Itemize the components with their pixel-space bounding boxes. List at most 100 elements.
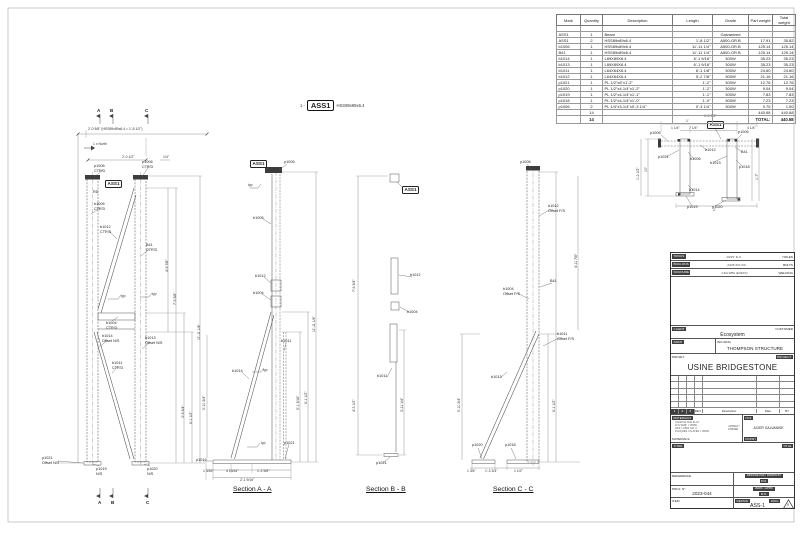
- welding-label-en: WELDING: [778, 270, 793, 275]
- revision-number: 2: [678, 409, 687, 414]
- arch-eng-block: ARCH ING./ENG THOMPSON STRUCTURE: [671, 339, 794, 354]
- bom-column-header: Grade: [712, 14, 749, 26]
- eng-label: ING./ENG: [717, 340, 731, 344]
- holes-label-fr: TROUS: [672, 254, 686, 259]
- revision-empty-row: [671, 382, 794, 389]
- title-block: TROUS 13/16" D.U. HOLES BOULONS A325 3/4…: [670, 252, 795, 509]
- bolts-row: BOULONS A325 3/4" DC BOLTS: [671, 261, 794, 269]
- section-a-view: [203, 163, 318, 480]
- elevation-view: [57, 114, 209, 498]
- project-name: USINE BRIDGESTONE: [687, 363, 778, 372]
- revision-triangle-value: 0: [787, 502, 789, 507]
- project-number-value: 2023-044: [692, 491, 712, 496]
- reference-label: REFERENCE: [672, 474, 692, 478]
- bom-column-header: Quantity: [580, 14, 603, 26]
- customer-label-en: CUSTOMER: [775, 327, 793, 331]
- checked-cell: VERIF. / APPR. M.D.: [734, 486, 794, 497]
- section-c-view: [460, 163, 580, 470]
- notes-area: [671, 277, 794, 326]
- bom-column-header: Total weight: [772, 14, 796, 26]
- arch-label: ARCH: [672, 340, 684, 345]
- project-label-en: PROJECT: [775, 355, 793, 360]
- materials-line: PLAQUES / PLATES = 300W: [675, 430, 709, 434]
- arch-cell: ARCH: [671, 339, 716, 353]
- reference-row: REFERENCE DESSINE PAR / DRAWN BY P.M.: [671, 473, 794, 486]
- revision-col-description: Description: [703, 409, 757, 414]
- materials-label-en: MATERIALS:: [672, 437, 691, 441]
- holes-row: TROUS 13/16" D.U. HOLES: [671, 253, 794, 261]
- finish-label-en: FINISH: [744, 436, 758, 441]
- dwg-cell: DESSIN DWG ASS-1 0: [734, 498, 794, 509]
- welding-row: SOUDURE CSA W59 (E49XX) WELDING: [671, 269, 794, 277]
- eng-cell: ING./ENG THOMPSON STRUCTURE: [716, 339, 794, 353]
- revision-empty-row: [671, 401, 794, 408]
- weld-symbol-icon: [108, 292, 153, 300]
- customer-label-fr: CLIENT: [672, 327, 687, 332]
- title-label-en: TITLE: [781, 444, 793, 449]
- drawn-by-value: P.M.: [759, 478, 769, 483]
- revision-col-by: BY: [785, 409, 790, 414]
- revision-number: 3: [686, 409, 695, 414]
- revision-triangle-icon: 0: [782, 498, 794, 509]
- materials-block: MATERIAUX CAN/CSA G40.21-M W & WWF = 350…: [671, 415, 794, 443]
- revision-number: 1: [671, 409, 679, 414]
- bom-total-label: TOTAL:: [748, 115, 773, 124]
- bolts-value: A325 3/4" DC: [727, 262, 747, 267]
- revision-col-date: Date: [757, 409, 781, 414]
- bom-total-quantity: 14: [580, 115, 603, 124]
- bom-total-value: 440.68: [772, 115, 796, 124]
- bom-total-row: 14 TOTAL: 440.68: [556, 115, 796, 124]
- finish-cell: FINI ACIER GALVANISE FINISH: [743, 415, 794, 442]
- revision-rows: [671, 376, 794, 408]
- revision-empty-row: [671, 395, 794, 402]
- reference-cell: REFERENCE: [671, 473, 734, 485]
- materials-cell: MATERIAUX CAN/CSA G40.21-M W & WWF = 350…: [671, 415, 743, 442]
- revision-table: 1 2 3 REV. Description Date BY: [671, 376, 794, 415]
- revision-empty-row: [671, 376, 794, 383]
- welding-label-fr: SOUDURE: [672, 270, 691, 275]
- assembly-profile: HSS89x89x6.4: [336, 103, 365, 108]
- checked-value: M.D.: [759, 491, 769, 496]
- eng-name: THOMPSON STRUCTURE: [726, 346, 784, 351]
- materials-line: W & WWF = 350W: [675, 424, 697, 428]
- dwg-number: ASS-1: [750, 502, 765, 509]
- revision-header-row: 1 2 3 REV. Description Date BY: [671, 408, 794, 414]
- project-label-fr: PROJET: [672, 355, 685, 359]
- finish-label-fr: FINI: [744, 416, 753, 421]
- holes-label-en: HOLES: [782, 254, 794, 259]
- bolts-label-en: BOLTS: [783, 262, 793, 267]
- north-arrow-icon: [84, 145, 95, 151]
- assembly-callout-prefix: 1 -: [300, 103, 305, 108]
- section-b-view: [356, 173, 413, 464]
- materials-note: APPRET / PRIMER: [728, 425, 740, 431]
- checked-label: VERIF. / APPR.: [753, 486, 775, 491]
- drawn-by-cell: DESSINE PAR / DRAWN BY P.M.: [734, 473, 794, 485]
- bom-column-header: Description: [602, 14, 673, 26]
- welding-value: CSA W59 (E49XX): [721, 270, 748, 275]
- customer-name: Ecosystem: [720, 331, 745, 338]
- bolts-label-fr: BOULONS: [672, 262, 691, 267]
- section-cut-marks: [96, 114, 149, 498]
- bom-column-header: Mark: [556, 14, 581, 26]
- dwg-label-en: DWG: [769, 498, 780, 503]
- project-number-cell: PROJ. N° 2023-044: [671, 486, 734, 497]
- project-block: PROJET PROJECT USINE BRIDGESTONE: [671, 354, 794, 376]
- finish-value: ACIER GALVANISE: [753, 426, 784, 430]
- title-label-fr: TITRE: [672, 444, 684, 449]
- revision-col-rev: REV.: [694, 409, 703, 414]
- assembly-callout: 1 - ASS1 HSS89x89x6.4: [300, 100, 364, 111]
- materials-line: HSS = A500 GR. C: [675, 427, 698, 431]
- item-label: ITEM: [672, 499, 680, 503]
- item-cell: ITEM: [671, 498, 734, 509]
- bom-column-header: Part weight: [748, 14, 773, 26]
